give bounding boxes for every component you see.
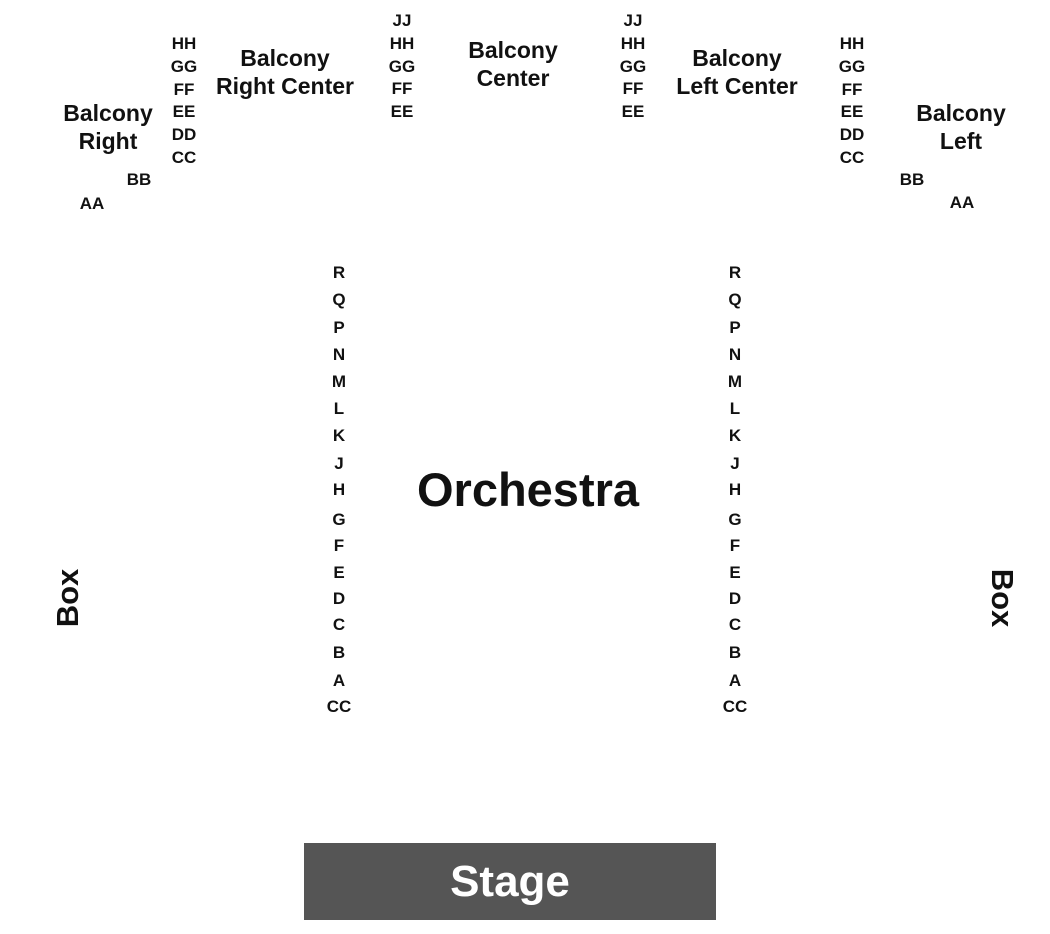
orchestra-row-right-c[interactable]: C bbox=[728, 615, 742, 634]
orchestra-row-left-j[interactable]: J bbox=[334, 454, 344, 473]
orchestra-row-left-q[interactable]: Q bbox=[332, 290, 346, 309]
orchestra-row-right-a[interactable]: A bbox=[728, 671, 742, 690]
orchestra-row-left-l[interactable]: L bbox=[333, 399, 345, 418]
orchestra-row-right-l[interactable]: L bbox=[729, 399, 741, 418]
box-right-label[interactable]: Box bbox=[985, 568, 1020, 628]
orchestra-row-right-b[interactable]: B bbox=[728, 643, 742, 662]
row-right-center-ff[interactable]: FF bbox=[391, 79, 413, 99]
orchestra-row-left-m[interactable]: M bbox=[331, 372, 347, 391]
orchestra-row-left-e[interactable]: E bbox=[333, 563, 345, 582]
row-left-gg[interactable]: GG bbox=[838, 56, 866, 76]
row-right-gg[interactable]: GG bbox=[170, 56, 198, 76]
orchestra-row-left-h[interactable]: H bbox=[332, 480, 346, 499]
orchestra-row-right-p[interactable]: P bbox=[729, 318, 741, 337]
orchestra-row-left-c[interactable]: C bbox=[332, 615, 346, 634]
balcony-left-label-line1: Balcony bbox=[916, 100, 1006, 126]
orchestra-row-right-d[interactable]: D bbox=[728, 589, 742, 608]
balcony-inner-left-rows: JJ HH GG FF EE bbox=[620, 10, 646, 124]
row-left-cc[interactable]: CC bbox=[839, 147, 865, 167]
orchestra-row-right-n[interactable]: N bbox=[728, 345, 742, 364]
row-left-dd[interactable]: DD bbox=[839, 125, 865, 145]
balcony-center-label-line1: Balcony bbox=[468, 37, 558, 63]
row-bb-right[interactable]: BB bbox=[126, 170, 152, 189]
row-left-center-ff[interactable]: FF bbox=[622, 79, 644, 99]
row-right-center-jj[interactable]: JJ bbox=[392, 11, 412, 30]
orchestra-row-left-n[interactable]: N bbox=[332, 345, 346, 364]
balcony-right-center-label-line2: Right Center bbox=[216, 73, 354, 99]
balcony-inner-right-rows: JJ HH GG FF EE bbox=[389, 10, 415, 124]
row-aa-left[interactable]: AA bbox=[949, 193, 975, 212]
row-right-cc[interactable]: CC bbox=[171, 147, 197, 167]
row-left-ff[interactable]: FF bbox=[841, 79, 863, 99]
row-right-center-gg[interactable]: GG bbox=[388, 56, 416, 76]
balcony-center-label[interactable]: Balcony Center bbox=[468, 36, 557, 92]
balcony-right-center-label[interactable]: Balcony Right Center bbox=[216, 44, 354, 100]
row-right-hh[interactable]: HH bbox=[171, 34, 197, 53]
row-right-center-hh[interactable]: HH bbox=[389, 33, 415, 53]
balcony-left-label[interactable]: Balcony Left bbox=[916, 99, 1005, 155]
balcony-right-label-line1: Balcony bbox=[63, 100, 153, 126]
orchestra-row-left-k[interactable]: K bbox=[332, 426, 346, 445]
balcony-left-center-label-line1: Balcony bbox=[692, 45, 782, 71]
orchestra-row-right-f[interactable]: F bbox=[729, 536, 741, 555]
balcony-left-label-line2: Left bbox=[939, 128, 983, 154]
orchestra-row-left-b[interactable]: B bbox=[332, 643, 346, 662]
orchestra-row-right-h[interactable]: H bbox=[728, 480, 742, 499]
balcony-right-label[interactable]: Balcony Right bbox=[63, 99, 152, 155]
row-left-center-gg[interactable]: GG bbox=[619, 56, 647, 76]
box-left-label[interactable]: Box bbox=[50, 568, 85, 628]
row-left-center-jj[interactable]: JJ bbox=[623, 11, 643, 30]
row-left-center-ee[interactable]: EE bbox=[621, 102, 645, 122]
orchestra-row-left-d[interactable]: D bbox=[332, 589, 346, 608]
orchestra-row-right-cc[interactable]: CC bbox=[722, 697, 748, 716]
orchestra-label[interactable]: Orchestra bbox=[416, 463, 640, 516]
row-right-center-ee[interactable]: EE bbox=[390, 102, 414, 122]
orchestra-row-left-a[interactable]: A bbox=[332, 671, 346, 690]
orchestra-row-left-r[interactable]: R bbox=[332, 263, 346, 282]
orchestra-row-left-p[interactable]: P bbox=[333, 318, 345, 337]
balcony-right-center-label-line1: Balcony bbox=[240, 45, 330, 71]
orchestra-row-right-r[interactable]: R bbox=[728, 263, 742, 282]
row-left-ee[interactable]: EE bbox=[840, 102, 864, 122]
balcony-left-center-label[interactable]: Balcony Left Center bbox=[676, 44, 797, 100]
stage: Stage bbox=[304, 843, 716, 920]
orchestra-row-left-f[interactable]: F bbox=[333, 536, 345, 555]
orchestra-row-left-cc[interactable]: CC bbox=[326, 697, 352, 716]
balcony-left-center-label-line2: Left Center bbox=[676, 73, 798, 99]
orchestra-row-right-q[interactable]: Q bbox=[728, 290, 742, 309]
orchestra-row-right-e[interactable]: E bbox=[729, 563, 741, 582]
stage-label: Stage bbox=[450, 856, 570, 906]
row-left-center-hh[interactable]: HH bbox=[620, 33, 646, 53]
row-bb-left[interactable]: BB bbox=[899, 170, 925, 189]
balcony-center-label-line2: Center bbox=[476, 65, 550, 91]
row-right-ee[interactable]: EE bbox=[172, 102, 196, 122]
row-right-ff[interactable]: FF bbox=[173, 79, 195, 99]
row-left-hh[interactable]: HH bbox=[839, 34, 865, 53]
orchestra-row-left-g[interactable]: G bbox=[332, 510, 346, 529]
balcony-right-label-line2: Right bbox=[78, 128, 138, 154]
row-right-dd[interactable]: DD bbox=[171, 125, 197, 145]
row-aa-right[interactable]: AA bbox=[79, 194, 105, 213]
orchestra-row-right-k[interactable]: K bbox=[728, 426, 742, 445]
orchestra-row-right-m[interactable]: M bbox=[727, 372, 743, 391]
orchestra-row-right-j[interactable]: J bbox=[730, 454, 740, 473]
orchestra-row-right-g[interactable]: G bbox=[728, 510, 742, 529]
